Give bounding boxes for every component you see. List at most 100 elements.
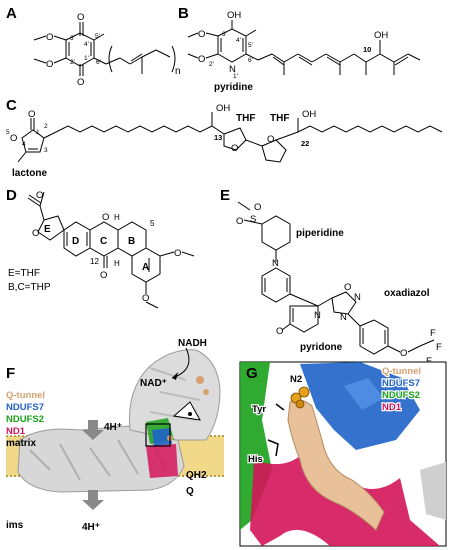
panel-f-legend-nd1: ND1 <box>6 426 26 437</box>
panel-d-ring-d: D <box>72 236 79 247</box>
panel-d-num-5: 5 <box>150 219 155 228</box>
panel-e-atom-o-2: O <box>254 202 261 213</box>
panel-b-num-10: 10 <box>363 45 371 54</box>
panel-a-repeat-n: n <box>175 66 181 77</box>
panel-a-quinone-structure <box>33 22 176 76</box>
panel-a-atom-3: O <box>46 32 53 43</box>
panel-d-note-bc: B,C=THP <box>8 282 51 293</box>
panel-b-num-4: 4' <box>236 37 241 44</box>
panel-d-atom-o-6: O <box>142 293 149 304</box>
panel-c: C O O OH O O OH 1 2 5 4 3 13 22 <box>6 97 443 179</box>
panel-c-num-1: 1 <box>36 129 40 136</box>
panel-e: E S O O N N O N <box>220 187 442 367</box>
panel-c-name-lactone: lactone <box>12 168 47 179</box>
panel-f-label-q: Q <box>186 486 194 497</box>
panel-a-atom-1: O <box>77 12 84 23</box>
panel-a-num-4: 4' <box>84 41 89 48</box>
panel-b-atom-n: N <box>229 64 236 75</box>
panel-b-name-pyridine: pyridine <box>214 82 253 93</box>
panel-a-num-3: 3' <box>70 35 75 42</box>
panel-g: G Q-tunnel NDUFS7 NDUFS2 ND1 N2 Tyr His <box>239 361 447 547</box>
panel-e-atom-o-ether: O <box>400 348 407 359</box>
panel-d-rotenone-structure <box>27 191 195 309</box>
panel-a-num-1: 1' <box>84 55 89 62</box>
panel-e-atom-f-2: F <box>436 342 442 353</box>
panel-d: D O O O O O O E D C B <box>6 187 195 309</box>
panel-e-inhibitor-structure <box>237 201 435 355</box>
panel-g-label-his: His <box>248 454 263 465</box>
panel-e-atom-s: S <box>250 214 256 225</box>
panel-b-num-3: 3' <box>222 31 227 38</box>
panel-e-atom-n-pyridone: N <box>314 310 321 321</box>
panel-d-label: D <box>6 187 17 204</box>
panel-c-acetogenin-structure <box>17 112 443 163</box>
panel-c-num-22: 22 <box>301 139 309 148</box>
panel-c-num-13: 13 <box>214 133 222 142</box>
panel-c-num-2: 2 <box>44 123 48 130</box>
panel-f-complex-i-structure <box>17 349 221 493</box>
panel-d-ring-c: C <box>100 236 107 247</box>
panel-e-atom-n-piperidine: N <box>272 258 279 269</box>
panel-d-ring-b: B <box>128 236 135 247</box>
panel-a-atom-4: O <box>46 59 53 70</box>
panel-c-name-thf-2: THF <box>270 113 289 124</box>
panel-b-num-6: 6' <box>248 57 253 64</box>
panel-d-atom-o-2: O <box>32 228 39 239</box>
panel-c-atom-o-lactone: O <box>10 133 17 144</box>
panel-d-atom-o-4: O <box>100 270 107 281</box>
panel-e-atom-f-1: F <box>430 328 436 339</box>
panel-b-atom-o-1: O <box>198 29 205 40</box>
panel-d-ring-e: E <box>44 224 51 235</box>
panel-d-atom-o-5: O <box>174 248 181 259</box>
panel-b-atom-o-2: O <box>198 54 205 65</box>
panel-c-atom-o-thf-1: O <box>231 143 238 154</box>
panel-d-hydrogen-2: H <box>114 259 120 268</box>
panel-c-label: C <box>6 97 17 114</box>
panel-d-note-e: E=THF <box>8 268 40 279</box>
panel-a-num-6: 6' <box>96 59 101 66</box>
panel-b-num-1: 1' <box>233 73 238 80</box>
panel-a: A O O O O <box>6 5 181 88</box>
panel-e-name-oxadiazol: oxadiazol <box>384 288 430 299</box>
panel-a-num-5: 5' <box>95 33 100 40</box>
panel-f-label-nadh: NADH <box>178 338 207 349</box>
panel-a-num-2: 2' <box>70 59 75 66</box>
panel-f-label-nad: NAD⁺ <box>140 378 167 389</box>
panel-f-legend-q-tunnel: Q-tunnel <box>6 390 45 401</box>
panel-c-num-4: 4 <box>22 141 26 148</box>
panel-g-legend-ndufs2: NDUFS2 <box>382 390 420 401</box>
panel-b: B <box>178 5 421 93</box>
panel-d-atom-o-1: O <box>36 190 43 201</box>
panel-e-atom-o-oxadiazol: O <box>344 282 351 293</box>
panel-f-proton-arrows <box>82 420 104 510</box>
panel-g-tunnel-rendering <box>240 362 446 546</box>
panel-b-atom-oh-top: OH <box>227 10 241 21</box>
panel-e-name-piperidine: piperidine <box>296 228 344 239</box>
panel-c-atom-oh-22: OH <box>302 109 316 120</box>
panel-g-label-tyr: Tyr <box>252 404 266 415</box>
panel-e-atom-n-oxadiazol-1: N <box>354 292 361 303</box>
panel-c-name-thf-1: THF <box>236 113 255 124</box>
panel-d-num-12: 12 <box>90 257 99 266</box>
panel-g-label: G <box>246 365 258 382</box>
panel-g-legend-ndufs7: NDUFS7 <box>382 378 420 389</box>
panel-e-label: E <box>220 187 230 204</box>
panel-e-atom-o-1: O <box>236 216 243 227</box>
panel-e-name-pyridone: pyridone <box>300 342 343 353</box>
panel-b-atom-oh-right: OH <box>374 30 388 41</box>
panel-f-label-matrix: matrix <box>6 438 36 449</box>
panel-f: F Q-tunnel N <box>5 338 224 533</box>
panel-d-atom-o-3: O <box>102 212 109 223</box>
panel-c-num-3: 3 <box>44 147 48 154</box>
panel-c-atom-o-thf-2: O <box>267 134 274 145</box>
panel-f-label: F <box>6 365 15 382</box>
panel-f-label-qh2: QH2 <box>186 470 207 481</box>
panel-e-atom-n-oxadiazol-2: N <box>340 312 347 323</box>
panel-c-atom-oh-13: OH <box>216 103 230 114</box>
panel-b-num-2: 2' <box>209 61 214 68</box>
panel-g-legend-q-tunnel: Q-tunnel <box>382 366 421 377</box>
panel-f-nadh-arrow <box>171 347 190 380</box>
panel-e-atom-o-pyridone: O <box>276 326 283 337</box>
panel-c-atom-o-carbonyl: O <box>28 109 35 120</box>
panel-a-label: A <box>6 5 17 22</box>
